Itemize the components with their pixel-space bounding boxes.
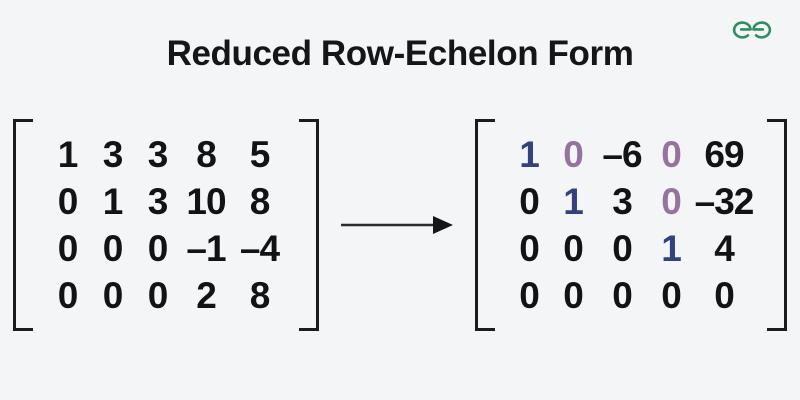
- geeksforgeeks-logo: [732, 21, 772, 39]
- matrix-cell: 0: [519, 180, 540, 222]
- matrix-cell: 0: [563, 274, 584, 316]
- right-bracket-open: [475, 118, 495, 331]
- left-bracket-close: [299, 118, 319, 331]
- matrix-cell: 0: [147, 227, 169, 269]
- output-matrix-body: 1 0 –6 0 69 0 1 3 0 –32 0 0 0 1 4 0: [495, 119, 767, 331]
- matrix-cell: 3: [102, 133, 124, 175]
- input-matrix-body: 1 3 3 8 5 0 1 3 10 8 0 0 0 –1 –4 0: [33, 119, 299, 331]
- matrix-cell: 0: [102, 274, 124, 316]
- matrix-row: 1 0 –6 0 69: [507, 131, 755, 178]
- matrix-cell: 0: [57, 180, 79, 222]
- matrix-cell: 4: [714, 227, 735, 269]
- matrix-cell: 3: [612, 180, 633, 222]
- matrix-cell: 1: [102, 180, 124, 222]
- matrix-cell: 0: [57, 274, 79, 316]
- matrix-row: 0 0 0 2 8: [45, 272, 287, 319]
- page-title: Reduced Row-Echelon Form: [166, 34, 634, 73]
- matrix-cell: –1: [186, 227, 226, 269]
- matrix-cell: 1: [57, 133, 79, 175]
- matrix-cell: –32: [694, 180, 755, 222]
- matrix-cell: 0: [714, 274, 735, 316]
- matrix-cell: 0: [102, 227, 124, 269]
- transform-arrow-icon: [341, 215, 453, 234]
- matrix-cell-zeroed: 0: [661, 180, 682, 222]
- right-bracket-close: [767, 118, 787, 331]
- matrix-cell: 0: [57, 227, 79, 269]
- matrix-cell-pivot: 1: [563, 180, 584, 222]
- matrix-cell-zeroed: 0: [661, 133, 682, 175]
- matrix-cell: 5: [249, 133, 271, 175]
- input-matrix: 1 3 3 8 5 0 1 3 10 8 0 0 0 –1 –4 0: [13, 118, 319, 331]
- matrix-row: 0 0 0 –1 –4: [45, 225, 287, 272]
- matrix-equation: 1 3 3 8 5 0 1 3 10 8 0 0 0 –1 –4 0: [0, 112, 800, 337]
- matrix-cell: 10: [186, 180, 226, 222]
- matrix-cell: 3: [147, 133, 169, 175]
- matrix-row: 0 1 3 0 –32: [507, 178, 755, 225]
- matrix-cell: 8: [249, 274, 271, 316]
- matrix-cell: 0: [612, 227, 633, 269]
- matrix-row: 0 0 0 1 4: [507, 225, 755, 272]
- matrix-cell: 8: [196, 133, 217, 175]
- matrix-cell: 0: [519, 274, 540, 316]
- left-bracket-open: [13, 118, 33, 331]
- matrix-cell: 0: [612, 274, 633, 316]
- output-matrix: 1 0 –6 0 69 0 1 3 0 –32 0 0 0 1 4 0: [475, 118, 787, 331]
- matrix-cell: 2: [196, 274, 217, 316]
- matrix-cell: 0: [519, 227, 540, 269]
- matrix-cell: 0: [661, 274, 682, 316]
- matrix-cell-pivot: 1: [661, 227, 682, 269]
- matrix-cell: 3: [147, 180, 169, 222]
- matrix-cell: –4: [239, 227, 280, 269]
- matrix-row: 0 1 3 10 8: [45, 178, 287, 225]
- matrix-cell: 69: [704, 133, 744, 175]
- matrix-cell: 8: [249, 180, 271, 222]
- matrix-cell: 0: [563, 227, 584, 269]
- matrix-cell-pivot: 1: [519, 133, 540, 175]
- matrix-row: 0 0 0 0 0: [507, 272, 755, 319]
- matrix-cell: –6: [602, 133, 642, 175]
- matrix-cell: 0: [147, 274, 169, 316]
- matrix-cell-zeroed: 0: [563, 133, 584, 175]
- matrix-row: 1 3 3 8 5: [45, 131, 287, 178]
